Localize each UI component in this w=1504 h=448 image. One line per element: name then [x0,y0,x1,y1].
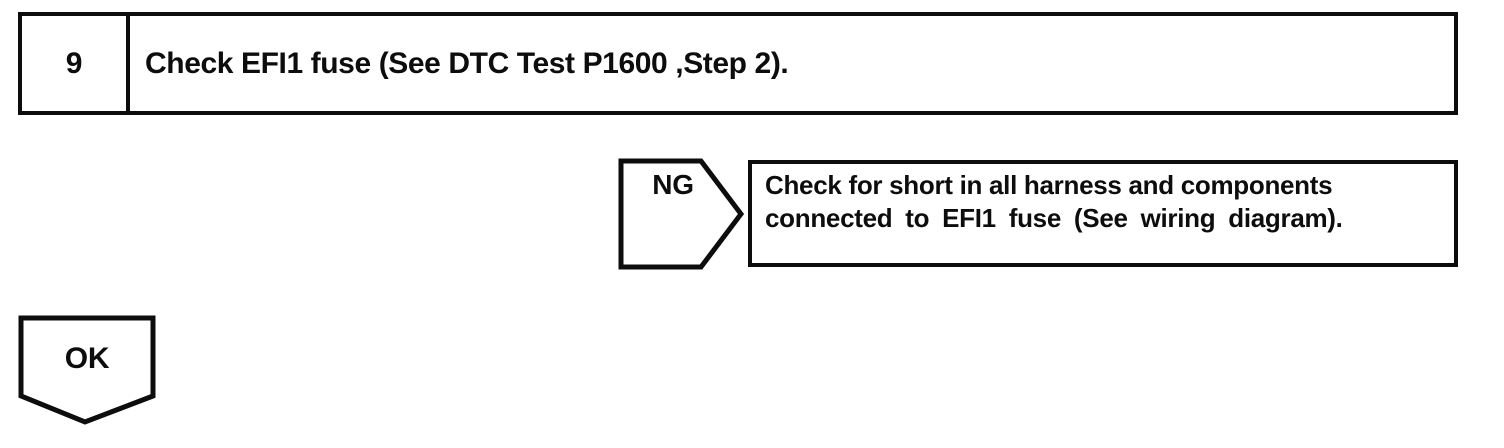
step-number: 9 [22,16,130,111]
ng-connector: NG [618,158,744,270]
ng-pentagon-shape [618,158,744,270]
ng-action-line1: Check for short in all harness and compo… [765,170,1333,200]
ok-connector: OK [18,315,156,425]
step-box: 9 Check EFI1 fuse (See DTC Test P1600 ,S… [18,12,1458,115]
step-instruction: Check EFI1 fuse (See DTC Test P1600 ,Ste… [145,46,789,80]
ng-label: NG [652,169,694,200]
ng-action-box: Check for short in all harness and compo… [748,160,1458,267]
ok-pentagon-shape [18,315,156,425]
ng-action-line2: connected to EFI1 fuse (See wiring diagr… [765,203,1343,233]
ok-label: OK [64,342,110,375]
